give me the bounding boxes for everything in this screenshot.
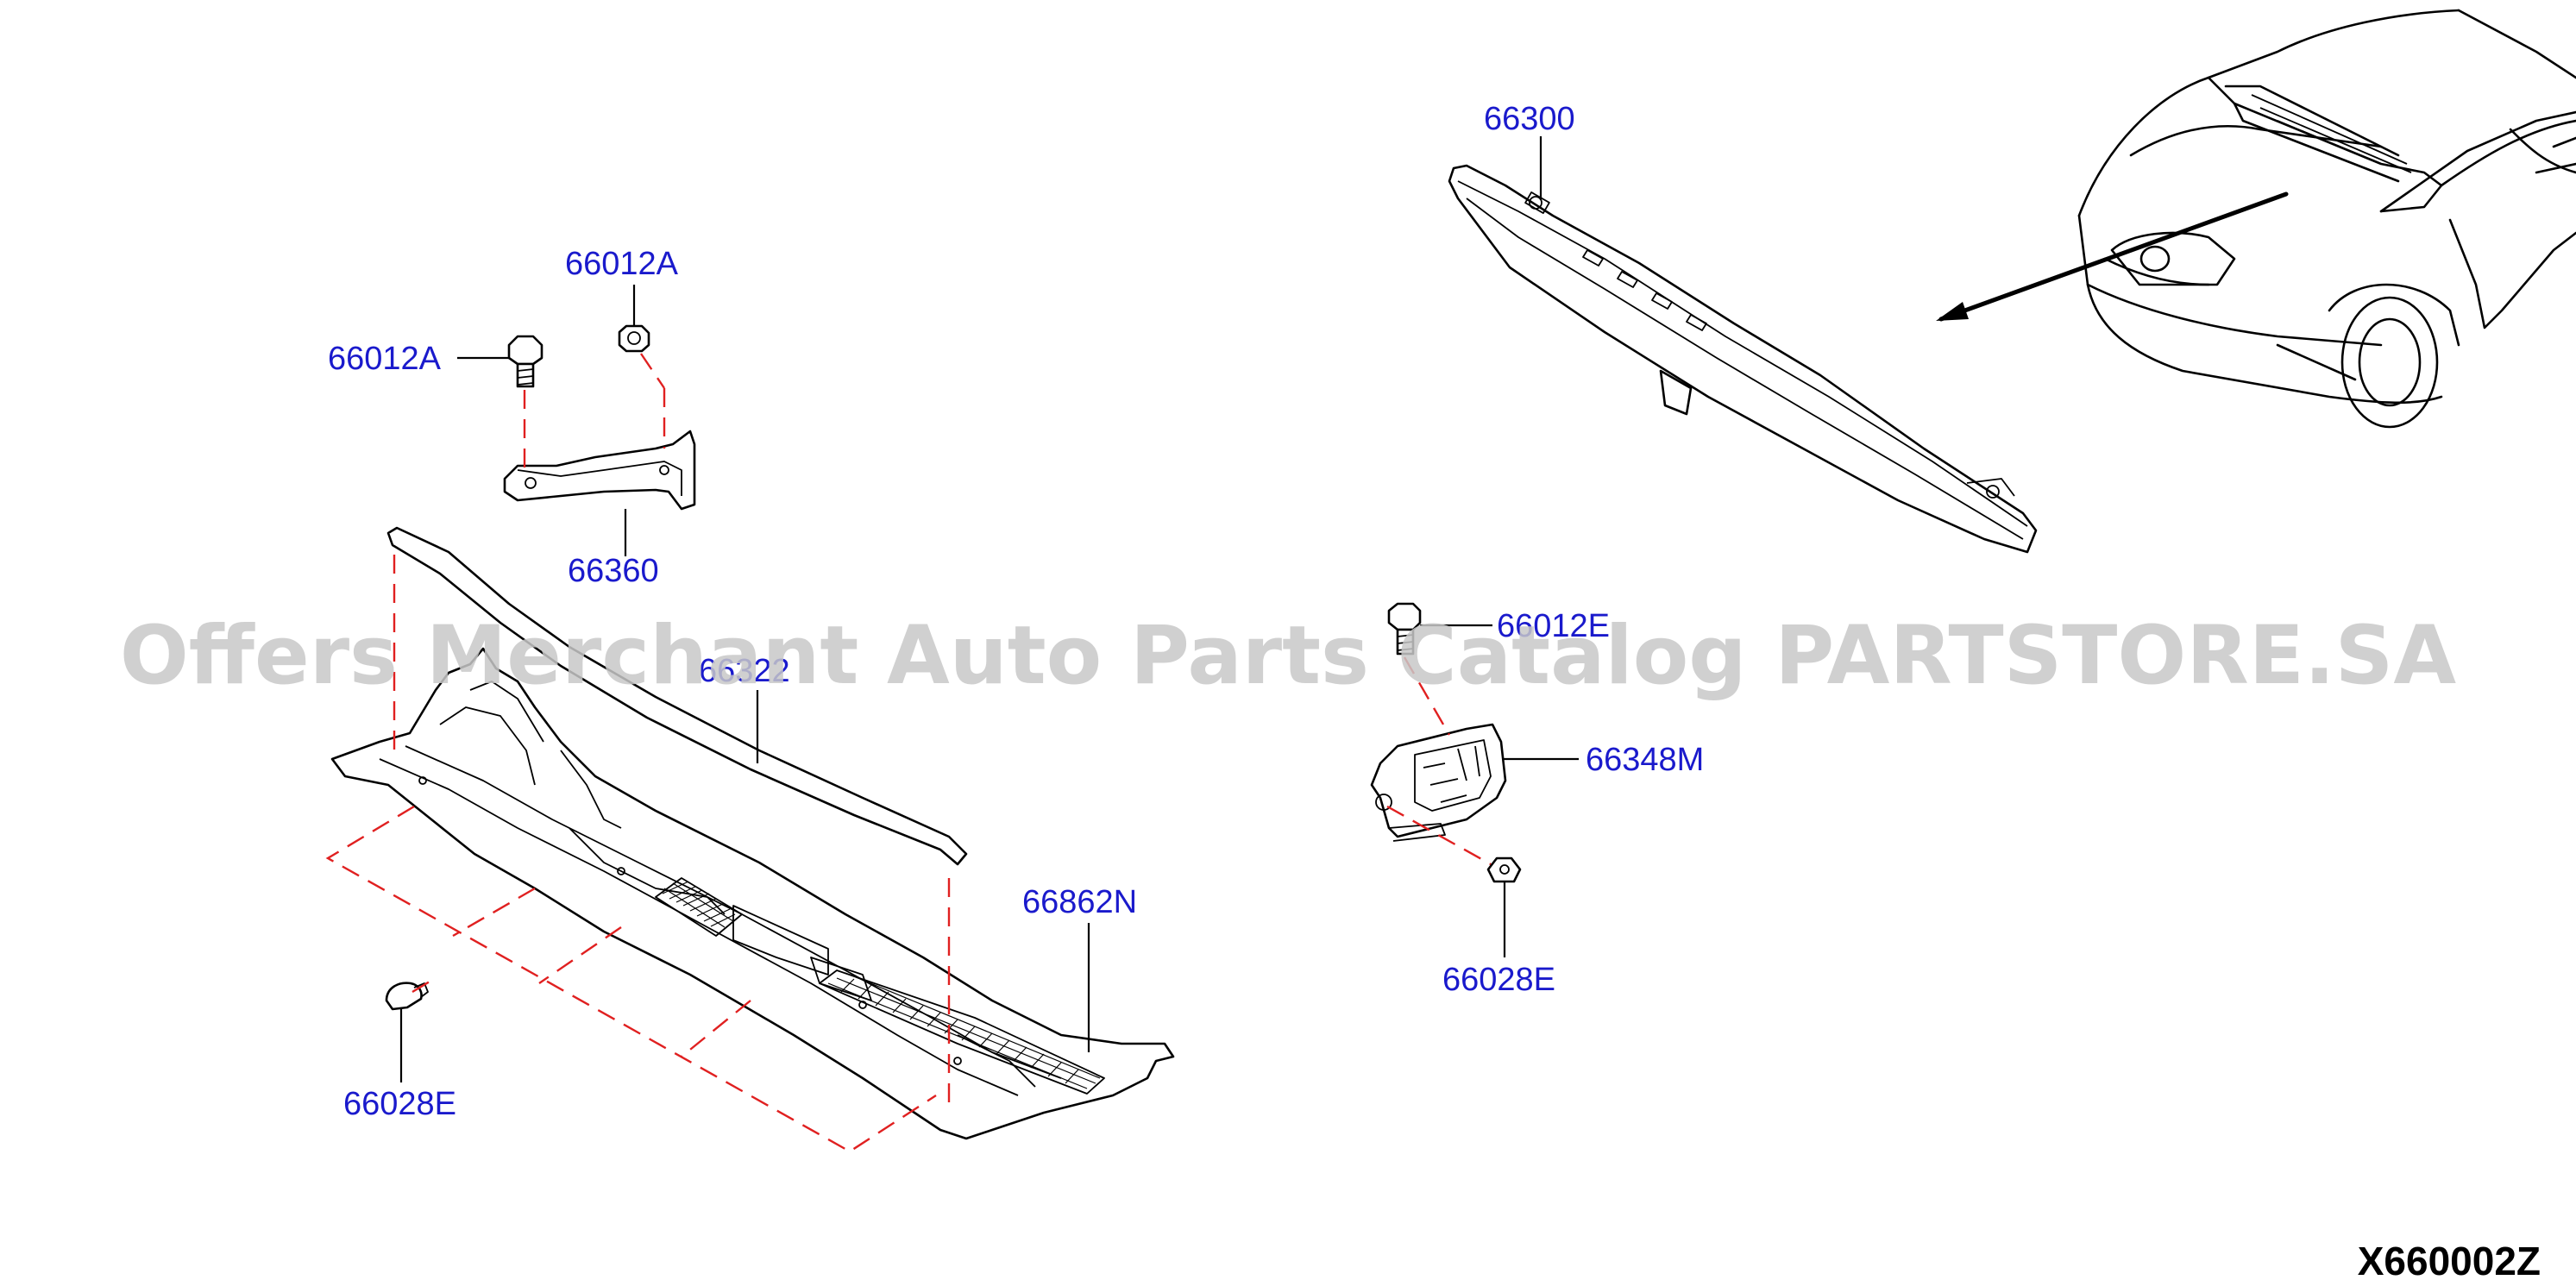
part-66322-seal-strip [386, 526, 968, 866]
grille-hatch-right [819, 969, 1105, 1095]
part-66348m-bracket [1370, 723, 1507, 842]
label-66360[interactable]: 66360 [568, 553, 659, 589]
part-66862n-cowl-panel [330, 647, 1175, 1140]
assembly-dashed-lines [325, 353, 1492, 1153]
part-66012a-bolt [507, 335, 543, 388]
label-66348m[interactable]: 66348M [1586, 742, 1704, 778]
part-66300-cowl-seal [1448, 164, 2038, 554]
label-66300[interactable]: 66300 [1484, 101, 1575, 137]
watermark-text: Offers Merchant Auto Parts Catalog PARTS… [120, 609, 2456, 703]
grille-hatch-left [655, 877, 743, 937]
label-66012a-left[interactable]: 66012A [328, 341, 442, 377]
label-66012e[interactable]: 66012E [1497, 608, 1610, 644]
part-66012e-bolt [1387, 602, 1422, 656]
part-66012a-nut [618, 324, 650, 353]
part-66028e-clip-left [385, 982, 429, 1011]
vehicle-location-illustration [1936, 9, 2576, 429]
leader-lines [399, 136, 1579, 1082]
part-labels: 66300 66012A 66012A 66360 66322 66862N 6… [328, 101, 1704, 1122]
diagram-code: X660002Z [2358, 1239, 2541, 1280]
label-66012a-top[interactable]: 66012A [565, 246, 679, 282]
label-66862n[interactable]: 66862N [1022, 884, 1137, 920]
label-66028e-left[interactable]: 66028E [343, 1086, 456, 1122]
part-66360-bracket [503, 430, 696, 511]
part-66028e-clip-right [1486, 856, 1522, 883]
label-66028e-right[interactable]: 66028E [1442, 962, 1555, 998]
label-66322[interactable]: 66322 [699, 653, 790, 689]
